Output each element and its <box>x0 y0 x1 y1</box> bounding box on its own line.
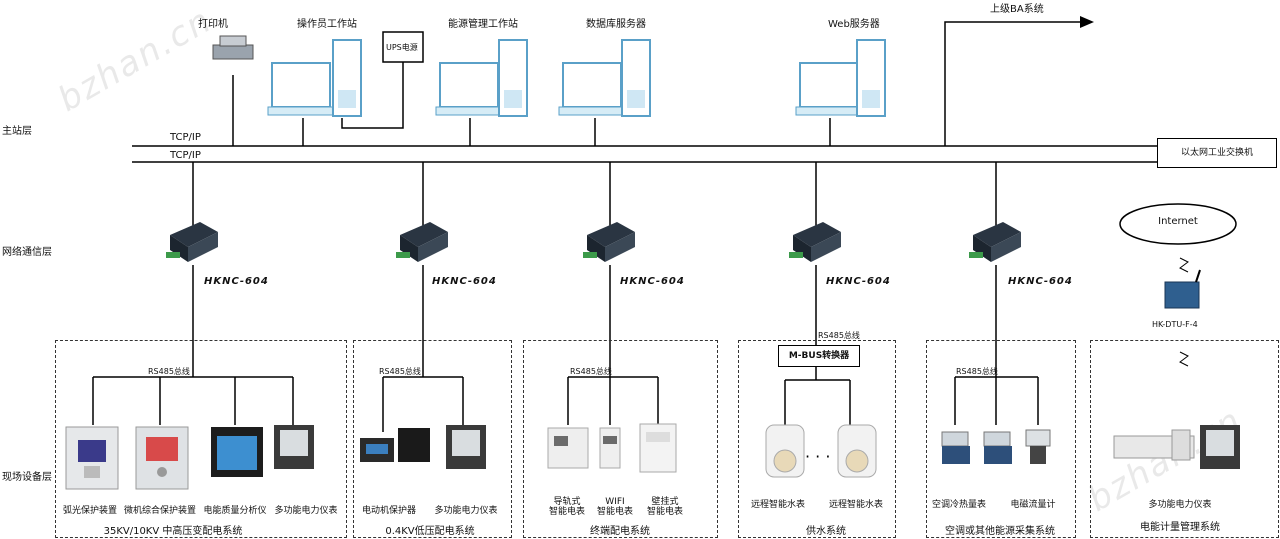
water-meter-icon <box>765 424 805 478</box>
web-server-label: Web服务器 <box>828 19 880 30</box>
workstation-icon <box>267 39 362 117</box>
device-label: 空调冷热量表 <box>931 500 986 510</box>
zone-water-supply <box>738 340 896 538</box>
operator-label: 操作员工作站 <box>297 19 357 30</box>
device-label: WIFI 智能电表 <box>596 497 633 517</box>
gateway-icon <box>396 222 448 262</box>
system-label: 35KV/10KV 中高压变配电系统 <box>103 526 243 537</box>
device-label: 远程智能水表 <box>828 500 883 510</box>
device-label: 微机综合保护装置 <box>123 506 196 516</box>
internet-cloud <box>1119 203 1237 245</box>
level-label-station: 主站层 <box>2 126 32 137</box>
power-meter-icon <box>1200 425 1240 469</box>
rs485-label: RS485总线 <box>956 367 998 376</box>
system-label: 电能计量管理系统 <box>1140 522 1220 533</box>
database-label: 数据库服务器 <box>586 19 646 30</box>
mbus-converter: M-BUS转换器 <box>778 345 860 367</box>
gateway-label: HKNC-604 <box>204 276 269 287</box>
internet-label: Internet <box>1158 216 1198 227</box>
ups-box <box>382 31 424 63</box>
arc-protection-device-icon <box>65 426 119 490</box>
gateway-icon <box>583 222 635 262</box>
power-meter-icon <box>274 425 314 469</box>
device-label: 多功能电力仪表 <box>1148 500 1212 510</box>
wireless-icon <box>1179 257 1189 273</box>
system-label: 供水系统 <box>806 526 846 537</box>
rs485-label: RS485总线 <box>379 367 421 376</box>
gateway-label: HKNC-604 <box>1008 276 1073 287</box>
ba-system-label: 上级BA系统 <box>990 4 1044 15</box>
zone-energy-metering <box>1090 340 1279 538</box>
rs485-label: RS485总线 <box>818 331 860 340</box>
device-label: 电能质量分析仪 <box>203 506 267 516</box>
tcp-label-2: TCP/IP <box>170 150 201 161</box>
flow-meter-icon <box>1025 429 1051 464</box>
device-label: 壁挂式 智能电表 <box>646 497 683 517</box>
workstation-icon <box>435 39 528 117</box>
dtu-icon <box>1164 269 1201 309</box>
motor-protector-icon <box>360 428 430 462</box>
water-meter-icon <box>837 424 877 478</box>
printer-icon <box>212 35 254 60</box>
energy-station-label: 能源管理工作站 <box>448 19 518 30</box>
power-quality-analyzer-icon <box>211 427 263 477</box>
din-rail-meter-icon <box>547 427 589 469</box>
system-label: 终端配电系统 <box>590 526 650 537</box>
heat-meter-icon <box>983 431 1012 464</box>
zone-lv-distribution <box>353 340 512 538</box>
rs485-label: RS485总线 <box>570 367 612 376</box>
power-meter-icon <box>446 425 486 469</box>
gateway-icon <box>166 222 218 262</box>
rs485-label: RS485总线 <box>148 367 190 376</box>
device-label: 远程智能水表 <box>750 500 805 510</box>
heat-meter-icon <box>941 431 970 464</box>
zone-mv-distribution <box>55 340 347 538</box>
level-label-network: 网络通信层 <box>2 247 52 258</box>
system-label: 空调或其他能源采集系统 <box>945 526 1055 537</box>
dtu-label: HK-DTU-F-4 <box>1152 320 1198 329</box>
device-label: 电动机保护器 <box>361 506 416 516</box>
zone-terminal-distribution <box>523 340 718 538</box>
wifi-meter-icon <box>599 427 621 469</box>
tcp-label-1: TCP/IP <box>170 132 201 143</box>
ellipsis-dots: · · · <box>805 447 830 466</box>
protection-device-icon <box>135 426 189 490</box>
server-icon <box>558 39 651 117</box>
device-label: 多功能电力仪表 <box>274 506 338 516</box>
gateway-label: HKNC-604 <box>620 276 685 287</box>
server-icon <box>795 39 886 117</box>
printer-label: 打印机 <box>198 19 228 30</box>
device-label: 电磁流量计 <box>1010 500 1056 510</box>
level-label-field: 现场设备层 <box>2 472 52 483</box>
metering-cabinet-icon <box>1113 429 1195 461</box>
system-label: 0.4KV低压配电系统 <box>385 526 475 537</box>
gateway-label: HKNC-604 <box>826 276 891 287</box>
wall-meter-icon <box>639 423 677 473</box>
wireless-icon <box>1179 351 1189 367</box>
ethernet-switch: 以太网工业交换机 <box>1157 138 1277 168</box>
gateway-icon <box>789 222 841 262</box>
gateway-icon <box>969 222 1021 262</box>
ups-label: UPS电源 <box>386 43 418 52</box>
device-label: 导轨式 智能电表 <box>548 497 585 517</box>
arrow-icon <box>1080 16 1094 28</box>
device-label: 多功能电力仪表 <box>434 506 498 516</box>
gateway-label: HKNC-604 <box>432 276 497 287</box>
zone-hvac-energy <box>926 340 1076 538</box>
device-label: 弧光保护装置 <box>62 506 117 516</box>
